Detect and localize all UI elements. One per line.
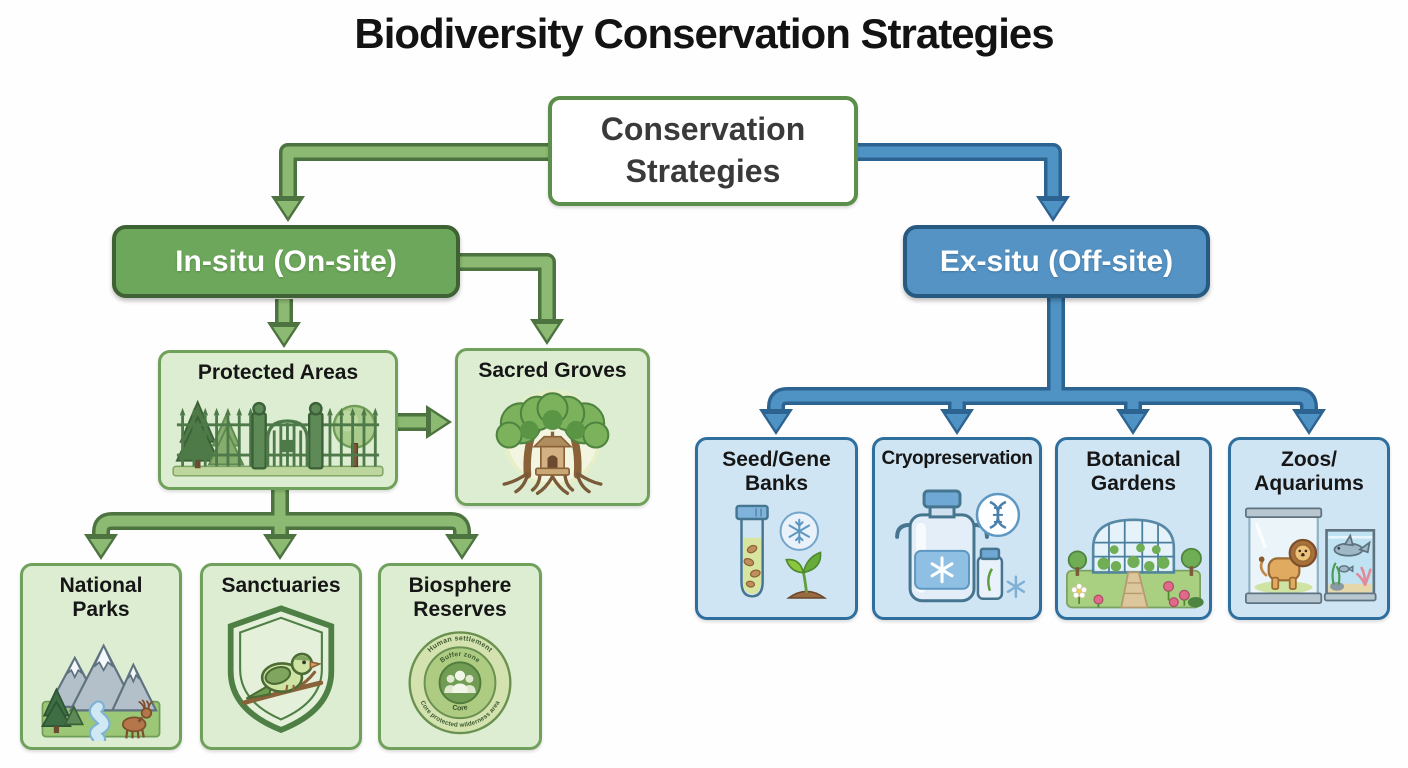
park-gate-icon (172, 399, 384, 477)
root-label-line2: Strategies (625, 153, 781, 189)
arrow-ex-situ-to-children (759, 296, 1326, 435)
node-national-parks: National Parks (20, 563, 182, 750)
arrow-protected-areas-to-sacred-groves (398, 405, 452, 439)
sanctuaries-label: Sanctuaries (221, 574, 341, 597)
page-title: Biodiversity Conservation Strategies (354, 10, 1054, 57)
arrow-root-to-ex-situ (858, 143, 1070, 222)
zoos-aquariums-label: Zoos/ Aquariums (1254, 448, 1364, 495)
zone-core-label: Core (452, 704, 469, 712)
node-biosphere-reserves: Biosphere Reserves Human settlement (378, 563, 542, 750)
node-sacred-groves: Sacred Groves (455, 348, 650, 506)
node-ex-situ: Ex-situ (Off-site) (903, 225, 1210, 298)
node-seed-gene-banks: Seed/Gene Banks (695, 437, 858, 620)
concentric-zones-icon: Human settlement Buffer zone Core Core p… (408, 631, 512, 735)
biosphere-reserves-label: Biosphere Reserves (408, 574, 512, 621)
node-conservation-strategies: Conservation Strategies (548, 96, 858, 206)
arrow-in-situ-to-sacred-groves (460, 253, 564, 345)
protected-areas-label: Protected Areas (197, 361, 359, 384)
node-protected-areas: Protected Areas (158, 350, 398, 490)
seed-tube-sprout-icon (735, 504, 828, 599)
cryo-tank-dna-icon (895, 489, 1026, 603)
lion-aquarium-icon (1245, 507, 1377, 604)
node-botanical-gardens: Botanical Gardens (1055, 437, 1212, 620)
node-cryopreservation: Cryopreservation (872, 437, 1042, 620)
botanical-gardens-label: Botanical Gardens (1086, 448, 1181, 495)
node-in-situ: In-situ (On-site) (112, 225, 460, 298)
national-parks-label: National Parks (59, 574, 143, 621)
node-zoos-aquariums: Zoos/ Aquariums (1228, 437, 1390, 620)
seed-gene-banks-label: Seed/Gene Banks (722, 448, 831, 495)
arrow-in-situ-to-protected-areas (267, 299, 301, 348)
shield-bird-icon (227, 604, 335, 733)
sacred-grove-shrine-icon (495, 389, 610, 495)
ex-situ-label: Ex-situ (Off-site) (939, 244, 1174, 278)
arrow-root-to-in-situ (271, 143, 548, 222)
mountains-river-deer-icon (40, 643, 161, 741)
cryopreservation-label: Cryopreservation (881, 448, 1033, 469)
sacred-groves-label: Sacred Groves (478, 359, 627, 382)
node-sanctuaries: Sanctuaries (200, 563, 362, 750)
in-situ-label: In-situ (On-site) (175, 244, 397, 278)
root-label-line1: Conservation (600, 111, 806, 148)
svg-text:Core: Core (452, 704, 469, 712)
arrow-protected-areas-to-children (84, 489, 479, 560)
greenhouse-icon (1065, 518, 1204, 609)
